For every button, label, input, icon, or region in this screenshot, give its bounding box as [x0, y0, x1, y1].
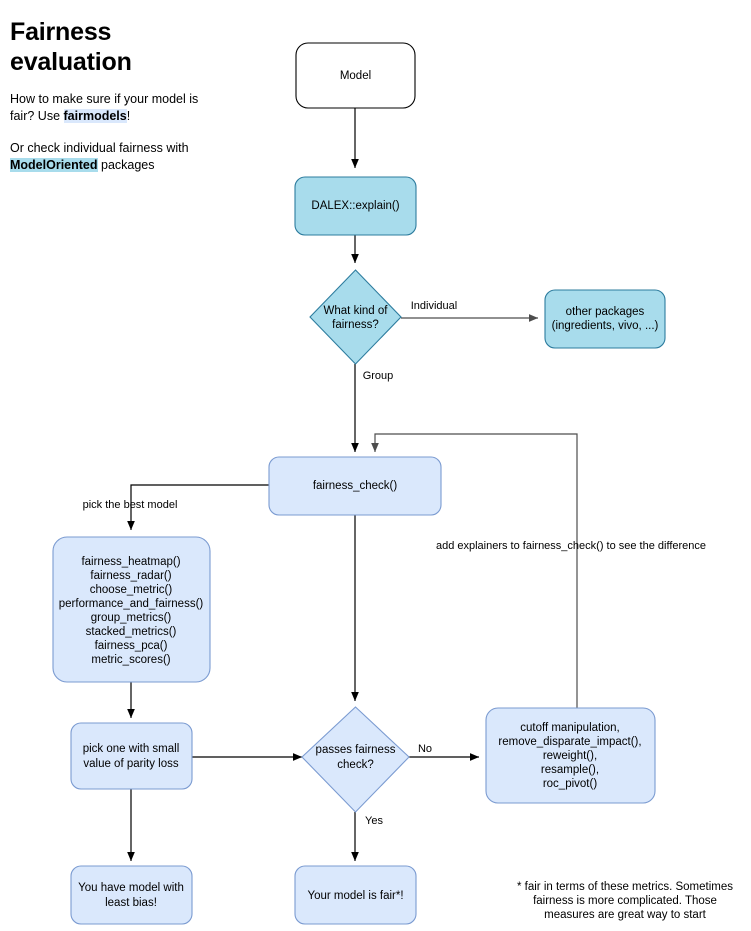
node-pickone-shape [70, 722, 193, 790]
node-cutoff-shape [485, 707, 656, 804]
intro-p2-pre: Or check individual fairness with [10, 141, 189, 155]
node-kind-shape [309, 269, 402, 365]
footnote-line-1: * fair in terms of these metrics. Someti… [517, 881, 733, 893]
node-kind-label-line1: What kind of [324, 305, 389, 317]
node-funcs-line-2: fairness_radar() [90, 570, 171, 582]
node-pickone-line1: pick one with small [83, 743, 180, 755]
node-pick-one-parity-loss[interactable]: pick one with small value of parity loss [70, 722, 193, 790]
node-cutoff-line-5: roc_pivot() [543, 778, 597, 790]
node-funcs-line-1: fairness_heatmap() [81, 556, 180, 568]
edge-label-group: Group [363, 370, 394, 382]
node-leastbias-shape [70, 865, 193, 925]
edge-label-no: No [418, 743, 432, 755]
edge-label-individual: Individual [411, 300, 457, 312]
node-passes-shape [301, 706, 410, 813]
node-leastbias-line1: You have model with [78, 882, 184, 894]
node-funcs-shape [52, 536, 211, 683]
node-fairness-check[interactable]: fairness_check() [268, 456, 442, 516]
modeloriented-highlight: ModelOriented [10, 157, 98, 172]
node-other-shape [544, 289, 666, 349]
node-pickone-line2: value of parity loss [83, 758, 178, 770]
edge-label-pick-best-model: pick the best model [83, 499, 178, 511]
node-mitigation-methods[interactable]: cutoff manipulation, remove_disparate_im… [485, 707, 656, 804]
node-passes-fairness-check[interactable]: passes fairness check? [301, 706, 410, 813]
intro-p2-post: packages [97, 157, 155, 172]
node-funcs-line-4: performance_and_fairness() [59, 598, 204, 610]
edge-label-add-explainers: add explainers to fairness_check() to se… [436, 540, 706, 552]
node-model-shape [295, 42, 416, 109]
intro-paragraph-2: Or check individual fairness with ModelO… [10, 140, 210, 173]
node-model[interactable]: Model [295, 42, 416, 109]
fairmodels-highlight: fairmodels [63, 108, 127, 123]
page-title: Fairness evaluation [10, 18, 132, 76]
node-faircheck-shape [268, 456, 442, 516]
node-faircheck-label: fairness_check() [313, 480, 398, 492]
node-least-bias-result[interactable]: You have model with least bias! [70, 865, 193, 925]
node-kind-label-line2: fairness? [332, 319, 379, 331]
node-other-label-line1: other packages [566, 306, 645, 318]
intro-p1-pre: How to make sure if your model is fair? … [10, 92, 199, 123]
node-cutoff-line-3: reweight(), [543, 750, 597, 762]
edge-faircheck-to-funcs [127, 484, 269, 531]
footnote-line-3: measures are great way to start [544, 909, 707, 921]
node-leastbias-line2: least bias! [105, 897, 157, 909]
node-visualization-functions[interactable]: fairness_heatmap() fairness_radar() choo… [52, 536, 211, 683]
intro-p1-post: ! [126, 108, 131, 123]
node-model-is-fair-result[interactable]: Your model is fair*! [294, 865, 417, 925]
intro-block: Fairness evaluation How to make sure if … [10, 18, 210, 173]
node-model-label: Model [340, 70, 371, 82]
node-dalex-explain[interactable]: DALEX::explain() [294, 176, 417, 236]
node-isfair-shape [294, 865, 417, 925]
node-isfair-label: Your model is fair*! [307, 890, 403, 902]
node-dalex-shape [294, 176, 417, 236]
node-other-label-line2: (ingredients, vivo, ...) [552, 320, 659, 332]
edge-cutoff-to-faircheck-loop [371, 433, 578, 708]
node-passes-line1: passes fairness [316, 744, 396, 756]
node-funcs-line-3: choose_metric() [90, 584, 173, 596]
node-other-packages[interactable]: other packages (ingredients, vivo, ...) [544, 289, 666, 349]
node-funcs-line-5: group_metrics() [91, 612, 172, 624]
node-cutoff-line-4: resample(), [541, 764, 599, 776]
node-funcs-line-8: metric_scores() [91, 654, 170, 666]
footnote: * fair in terms of these metrics. Someti… [517, 881, 733, 921]
intro-paragraph-1: How to make sure if your model is fair? … [10, 91, 210, 124]
node-funcs-line-7: fairness_pca() [95, 640, 168, 652]
node-cutoff-line-2: remove_disparate_impact(), [498, 736, 641, 748]
node-what-kind-of-fairness[interactable]: What kind of fairness? [309, 269, 402, 365]
node-cutoff-line-1: cutoff manipulation, [520, 722, 620, 734]
edge-label-yes: Yes [365, 815, 383, 827]
node-dalex-label: DALEX::explain() [311, 200, 399, 212]
node-funcs-line-6: stacked_metrics() [86, 626, 177, 638]
node-passes-line2: check? [337, 759, 373, 771]
footnote-line-2: fairness is more complicated. Those [533, 895, 717, 907]
